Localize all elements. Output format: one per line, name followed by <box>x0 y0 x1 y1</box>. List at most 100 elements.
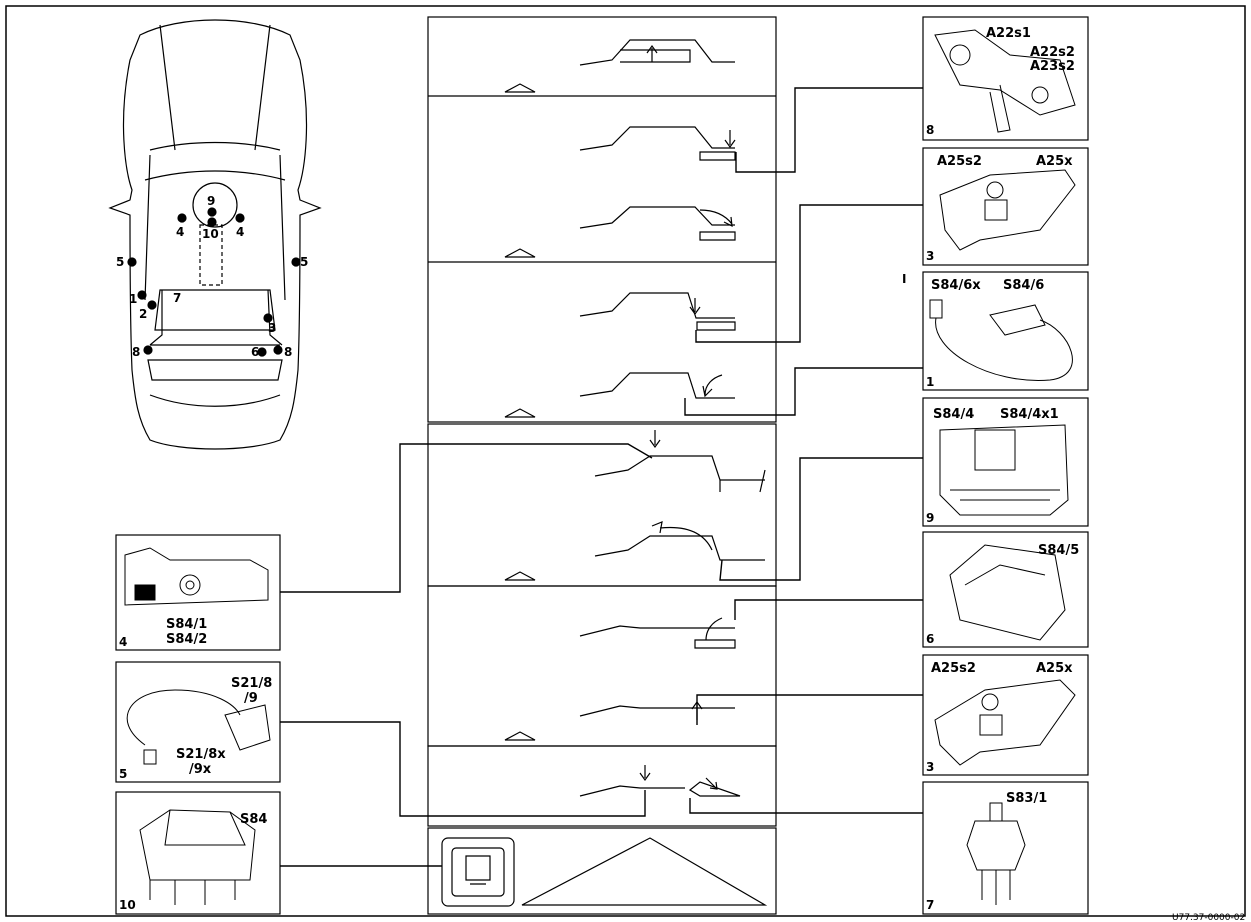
panel-frame <box>922 531 1089 648</box>
operation-sequence <box>427 16 777 915</box>
part-label: A23s2 <box>1030 59 1075 74</box>
part-label: S84/1 <box>166 617 207 632</box>
connector-line <box>689 798 923 814</box>
panel-frame <box>922 654 1089 776</box>
part-label: A25x <box>1036 154 1073 169</box>
roof-sketch <box>719 469 766 493</box>
panel-frame <box>115 534 281 651</box>
panel-5: S21/8 /9 S21/8x /9x 5 <box>115 661 281 783</box>
part-label: S84/5 <box>1038 543 1079 558</box>
panel-frame <box>115 791 281 915</box>
car-marker-label: 2 <box>139 307 147 321</box>
marker-dot <box>143 345 153 355</box>
component-drawing <box>139 809 256 905</box>
part-label: S84/6 <box>1003 278 1044 293</box>
step-indicator <box>504 731 536 741</box>
marker-dot <box>257 347 267 357</box>
car-marker-label: 3 <box>268 321 276 335</box>
roof-sketch <box>579 39 735 66</box>
arrow-icon <box>724 130 736 149</box>
car-marker-labels: 4 9 10 4 5 5 1 7 2 3 8 6 8 <box>116 194 308 359</box>
part-label: A25x <box>1036 661 1073 676</box>
panel-number: 3 <box>926 249 934 263</box>
part-label: A25s2 <box>937 154 982 169</box>
panel-7: S83/1 7 <box>922 781 1089 915</box>
roof-sketch <box>579 206 735 229</box>
part-label: S84/2 <box>166 632 207 647</box>
panel-frame <box>922 147 1089 266</box>
component-drawing <box>124 547 269 606</box>
roof-sketch <box>579 126 735 151</box>
car-marker-label: 9 <box>207 194 215 208</box>
trunk-lid <box>147 344 283 381</box>
roof-sketch <box>579 785 685 797</box>
component-drawing <box>939 169 1076 251</box>
component-drawing <box>126 689 271 765</box>
rear-bumper <box>149 394 281 407</box>
panel-number: 6 <box>926 632 934 646</box>
part-label: S21/8 <box>231 676 272 691</box>
roof-sketch <box>579 372 735 399</box>
car-body-outline <box>108 19 322 450</box>
component-drawing <box>929 299 1073 381</box>
step-indicator <box>504 248 536 258</box>
roof-sketch <box>696 321 736 331</box>
pillar-lines <box>144 154 286 301</box>
component-drawing <box>934 29 1076 133</box>
panel-number: 5 <box>119 767 127 781</box>
outer-border <box>5 5 1246 917</box>
car-marker-label: 5 <box>116 255 124 269</box>
rear-seat <box>154 289 276 331</box>
roof-sketch <box>579 625 735 637</box>
switch-icon-box <box>441 837 515 907</box>
sequence-block-5 <box>427 827 777 915</box>
car-marker-label: 10 <box>202 227 219 241</box>
panel-frame <box>922 271 1089 391</box>
marker-dot <box>207 217 217 227</box>
part-label: /9x <box>189 762 212 777</box>
panel-9: S84/4 S84/4x1 9 <box>922 397 1089 527</box>
marker-dot <box>177 213 187 223</box>
roof-sketch <box>699 151 736 161</box>
step-indicator <box>504 408 536 418</box>
component-drawing <box>934 679 1076 766</box>
connector-line <box>695 204 923 343</box>
step-indicator <box>504 571 536 581</box>
part-label: A25s2 <box>931 661 976 676</box>
marker-dot <box>207 207 217 217</box>
figure-code: U77.37-0000-02 <box>1172 913 1245 922</box>
part-label: A22s1 <box>986 26 1031 41</box>
connector-line <box>719 457 923 581</box>
panel-number: 1 <box>926 375 934 389</box>
stray-mark: I <box>902 272 906 286</box>
part-label: A22s2 <box>1030 45 1075 60</box>
part-label: S83/1 <box>1006 791 1047 806</box>
arrow-icon <box>639 765 651 782</box>
car-marker-label: 8 <box>132 345 140 359</box>
connector-line <box>734 599 923 620</box>
panel-number: 10 <box>119 898 136 912</box>
marker-dot <box>263 313 273 323</box>
marker-dot <box>147 300 157 310</box>
panel-1: S84/6x S84/6 1 <box>922 271 1089 391</box>
connector-line <box>280 443 653 593</box>
car-marker-label: 7 <box>173 291 181 305</box>
car-top-view <box>108 19 322 450</box>
connector-lines <box>280 87 923 867</box>
panel-number: 8 <box>926 123 934 137</box>
panel-4: S84/1 S84/2 4 <box>115 534 281 651</box>
roof-sketch <box>594 535 765 561</box>
steering-area <box>192 182 238 228</box>
marker-dot <box>235 213 245 223</box>
switch-icon-inner <box>451 847 505 897</box>
sequence-block-2 <box>427 423 777 587</box>
roof-sketch <box>579 292 735 319</box>
connector-line <box>735 87 923 173</box>
switch-icon-detail <box>465 855 491 885</box>
sequence-block-3 <box>427 585 777 747</box>
component-drawing <box>949 544 1066 641</box>
car-marker-label: 4 <box>176 225 184 239</box>
component-drawing <box>939 424 1069 516</box>
roof-sketch <box>694 639 736 649</box>
part-label: S84/4x1 <box>1000 407 1059 422</box>
